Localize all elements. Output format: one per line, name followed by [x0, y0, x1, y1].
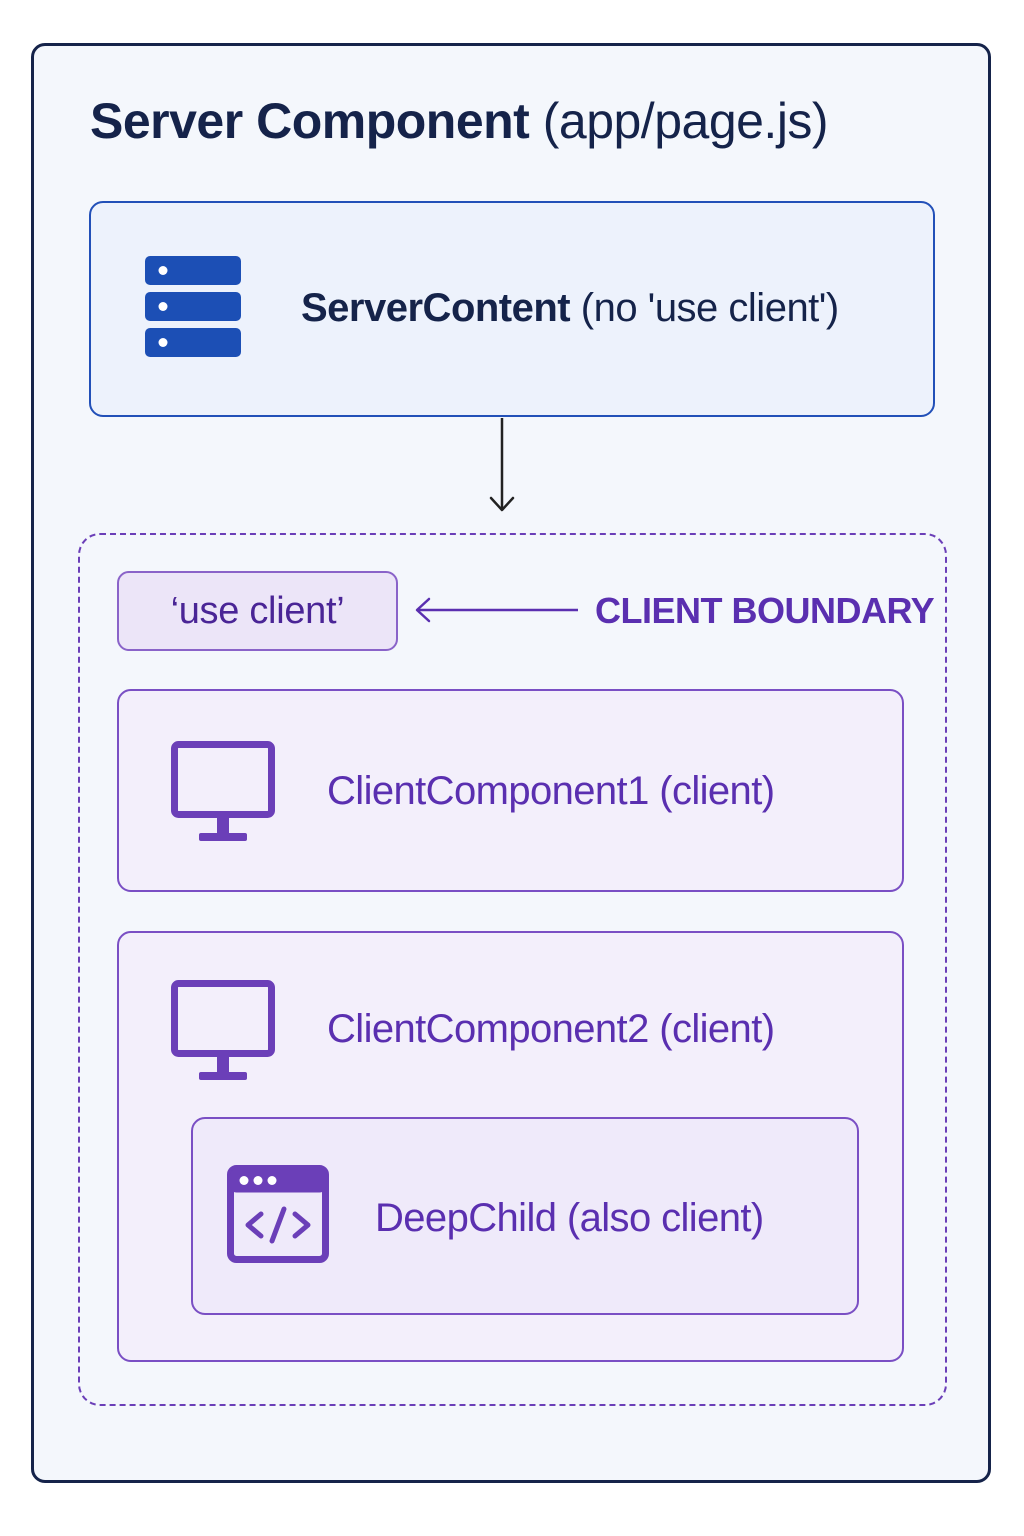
use-client-directive: ‘use client’ — [117, 571, 398, 651]
server-icon — [145, 256, 241, 357]
page-title: Server Component (app/page.js) — [90, 92, 829, 150]
client-component-1-box — [117, 689, 904, 892]
down-arrow-icon — [489, 418, 515, 512]
server-content-label: ServerContent (no 'use client') — [301, 286, 839, 331]
server-content-note: (no 'use client') — [580, 286, 840, 330]
monitor-icon — [171, 980, 275, 1080]
title-sub: (app/page.js) — [542, 93, 829, 149]
deep-child-label: DeepChild (also client) — [375, 1196, 764, 1240]
code-window-icon — [227, 1165, 329, 1263]
monitor-icon — [171, 741, 275, 841]
server-content-name: ServerContent — [301, 286, 571, 330]
title-main: Server Component — [90, 93, 530, 149]
client-component-1-label: ClientComponent1 (client) — [327, 769, 775, 813]
client-component-2-label: ClientComponent2 (client) — [327, 1007, 775, 1051]
client-boundary-label: CLIENT BOUNDARY — [595, 590, 935, 631]
client-boundary-region — [78, 533, 947, 1406]
left-arrow-icon — [415, 597, 578, 623]
deep-child-box — [191, 1117, 859, 1315]
